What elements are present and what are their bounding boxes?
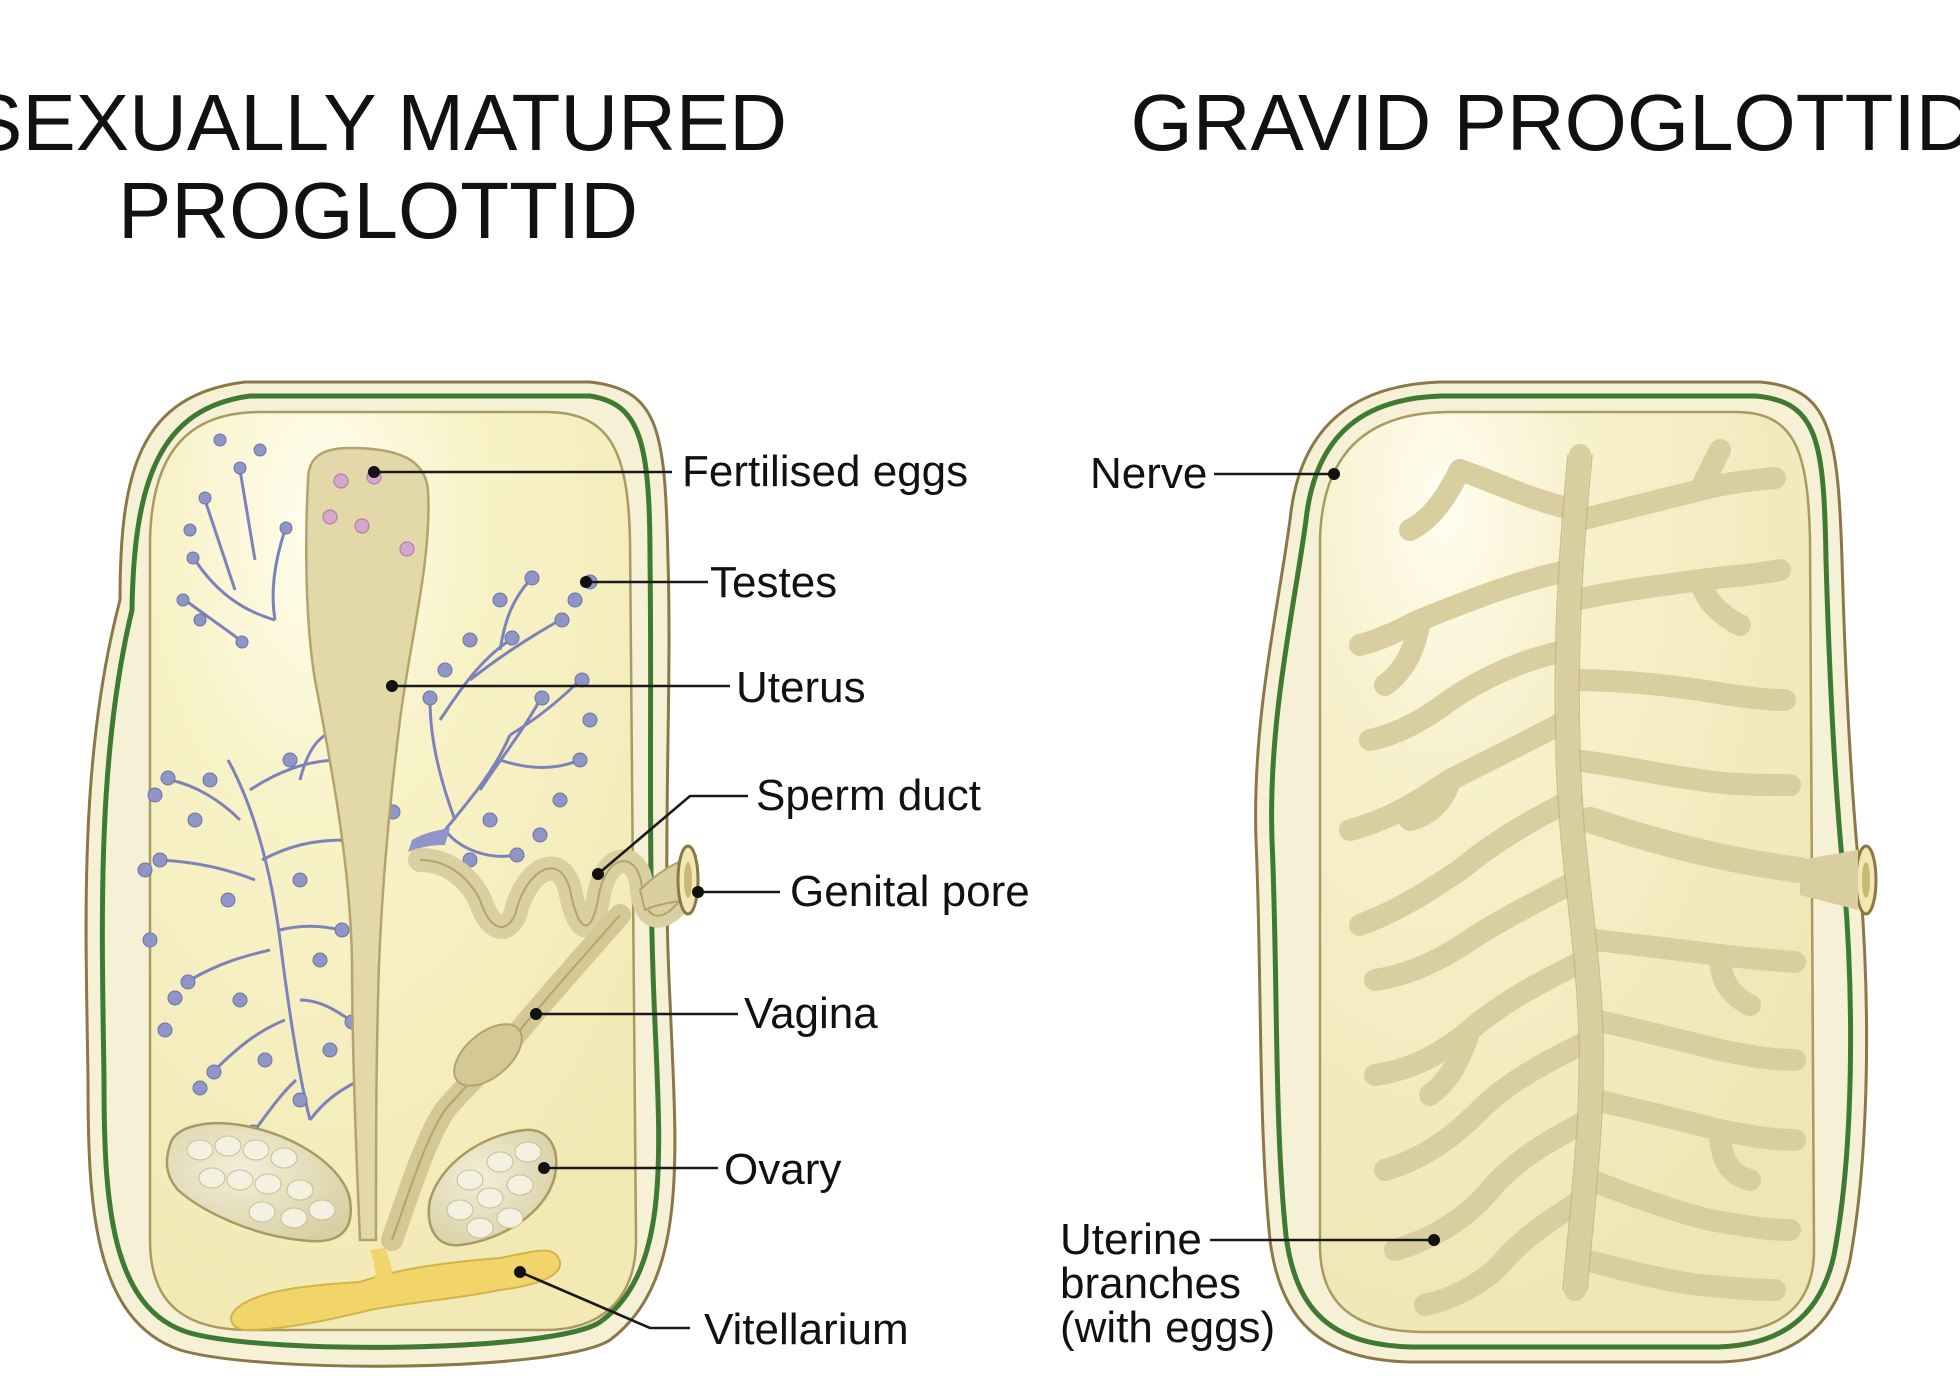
right-nerve-band <box>1269 393 1854 1350</box>
label-vagina: Vagina <box>744 989 878 1038</box>
uterus <box>305 446 430 1242</box>
testes-follicles <box>137 433 598 1158</box>
label-fertilised-eggs: Fertilised eggs <box>682 447 968 496</box>
left-leaders <box>368 466 780 1330</box>
mature-proglottid <box>84 380 700 1368</box>
uterine-branch-outlines <box>1554 454 1605 1291</box>
ovary-cells <box>186 1135 542 1239</box>
testes-junction <box>408 828 450 852</box>
label-genital-pore: Genital pore <box>790 867 1030 916</box>
label-uterine-line3: (with eggs) <box>1060 1303 1275 1352</box>
uterine-branches <box>1339 439 1813 1316</box>
left-title-line2: PROGLOTTID <box>118 166 638 255</box>
right-leaders <box>1210 468 1440 1246</box>
gravid-proglottid <box>1254 380 1878 1364</box>
label-nerve: Nerve <box>1090 449 1207 498</box>
label-vitellarium: Vitellarium <box>704 1305 909 1354</box>
label-testes: Testes <box>710 558 837 607</box>
right-title: GRAVID PROGLOTTID <box>1130 78 1960 167</box>
vagina-bulb <box>453 1023 523 1087</box>
testes-cluster <box>159 469 582 1131</box>
label-ovary: Ovary <box>724 1145 841 1194</box>
label-uterine-line2: branches <box>1060 1259 1241 1308</box>
label-uterine-line1: Uterine <box>1060 1215 1202 1264</box>
left-nerve-band <box>99 393 662 1350</box>
vitellarium <box>230 1249 562 1332</box>
left-title-line1: SEXUALLY MATURED <box>0 78 787 167</box>
label-uterus: Uterus <box>736 663 866 712</box>
label-sperm-duct: Sperm duct <box>756 771 981 820</box>
